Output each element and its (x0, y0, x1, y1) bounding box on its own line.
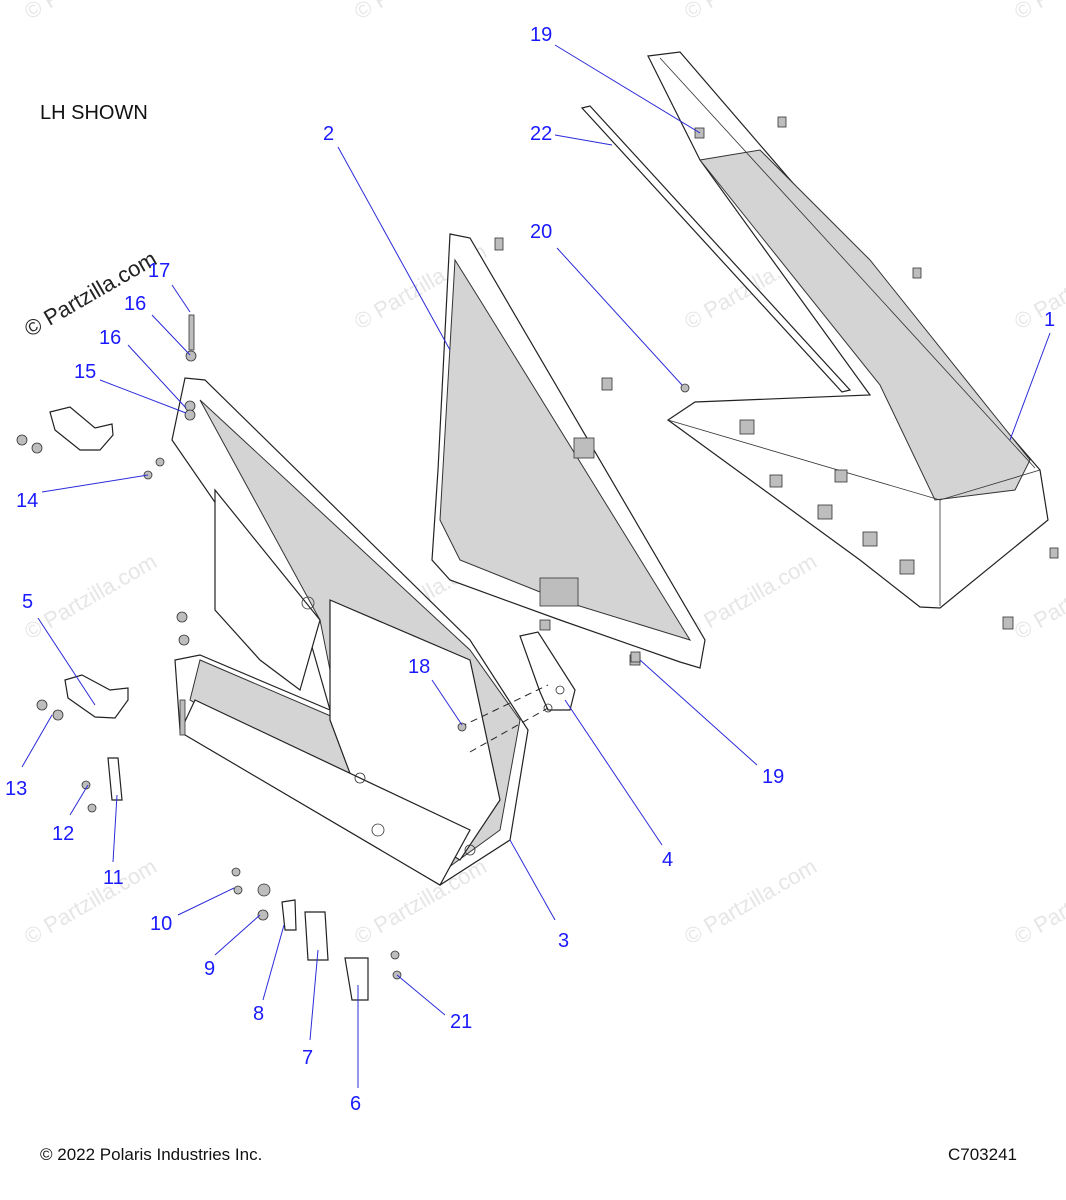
watermark-text: © Partzilla.com (680, 0, 821, 24)
watermark-text: © Partzilla.com (20, 854, 161, 950)
callout-15: 15 (74, 361, 96, 383)
callout-16-upper: 16 (124, 293, 146, 315)
callout-19-upper: 19 (530, 24, 552, 46)
callout-21: 21 (450, 1011, 472, 1033)
view-note: LH SHOWN (40, 102, 148, 124)
watermark-text: © Partzilla.com (680, 549, 821, 645)
callout-17: 17 (148, 260, 170, 282)
callout-6: 6 (350, 1093, 361, 1115)
callout-labels: 1 2 3 4 5 6 7 8 9 10 11 12 13 14 15 16 1… (5, 24, 1055, 1115)
callout-11: 11 (103, 867, 124, 889)
watermark-text: © Partzilla.com (1010, 854, 1066, 950)
watermark-text: © Partzilla.com (1010, 239, 1066, 335)
outer-door-panel (647, 51, 1059, 630)
inner-door-panel (431, 233, 706, 669)
callout-1: 1 (1044, 309, 1055, 331)
callout-10: 10 (150, 913, 172, 935)
callout-7: 7 (302, 1047, 313, 1069)
copyright-text: © 2022 Polaris Industries Inc. (40, 1145, 263, 1164)
watermark-text: © Partzilla.com (350, 0, 491, 24)
callout-16-lower: 16 (99, 327, 121, 349)
watermark-text: © Partzilla.com (20, 549, 161, 645)
latch-bracket (459, 631, 576, 753)
callout-20: 20 (530, 221, 552, 243)
callout-14: 14 (16, 490, 38, 512)
callout-4: 4 (662, 849, 673, 871)
callout-8: 8 (253, 1003, 264, 1025)
door-frame (171, 377, 529, 886)
hinge-lower (64, 674, 129, 719)
leader-lines (21, 44, 1051, 1088)
watermark-text: © Partzilla.com (1010, 549, 1066, 645)
hinge-upper (49, 406, 114, 451)
callout-3: 3 (558, 930, 569, 952)
watermark-text: © Partzilla.com (680, 854, 821, 950)
callout-22: 22 (530, 123, 552, 145)
callout-13: 13 (5, 778, 27, 800)
watermark-text: © Partzilla.com (20, 0, 161, 24)
callout-18: 18 (408, 656, 430, 678)
seal-strip (580, 105, 852, 393)
callout-2: 2 (323, 123, 334, 145)
figure-code: C703241 (948, 1145, 1018, 1164)
callout-19-lower: 19 (762, 766, 784, 788)
watermark-text: © Partzilla.com (1010, 0, 1066, 24)
callout-5: 5 (22, 591, 33, 613)
callout-12: 12 (52, 823, 74, 845)
callout-9: 9 (204, 958, 215, 980)
fastener-hardware (16, 127, 705, 1001)
